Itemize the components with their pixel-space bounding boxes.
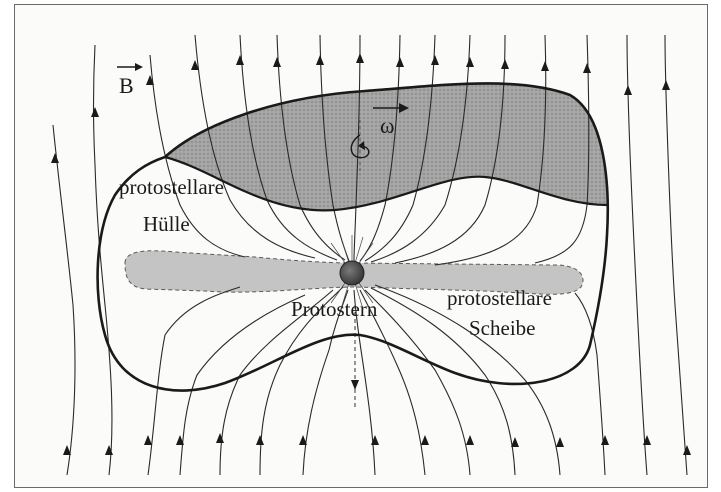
disk-label-line1: protostellare	[447, 286, 552, 310]
omega-label: ω	[380, 113, 394, 138]
field-line	[180, 295, 305, 475]
field-line	[94, 45, 112, 475]
envelope-label-line1: protostellare	[119, 175, 224, 199]
field-line	[665, 35, 687, 475]
b-vector: B	[117, 63, 143, 98]
protostar-diagram: B ω protostellare Hülle Protostern proto…	[15, 5, 707, 487]
field-line	[575, 293, 605, 475]
b-label: B	[119, 73, 134, 98]
protostar	[340, 261, 364, 285]
b-vector-arrowhead	[135, 63, 143, 71]
disk-label-line2: Scheibe	[469, 316, 535, 340]
envelope-label-line2: Hülle	[143, 212, 190, 236]
protostar-label: Protostern	[291, 297, 378, 321]
field-line	[365, 290, 470, 475]
field-line	[53, 125, 75, 475]
field-line	[148, 287, 240, 475]
diagram-frame: B ω protostellare Hülle Protostern proto…	[14, 4, 708, 488]
field-line	[627, 35, 647, 475]
